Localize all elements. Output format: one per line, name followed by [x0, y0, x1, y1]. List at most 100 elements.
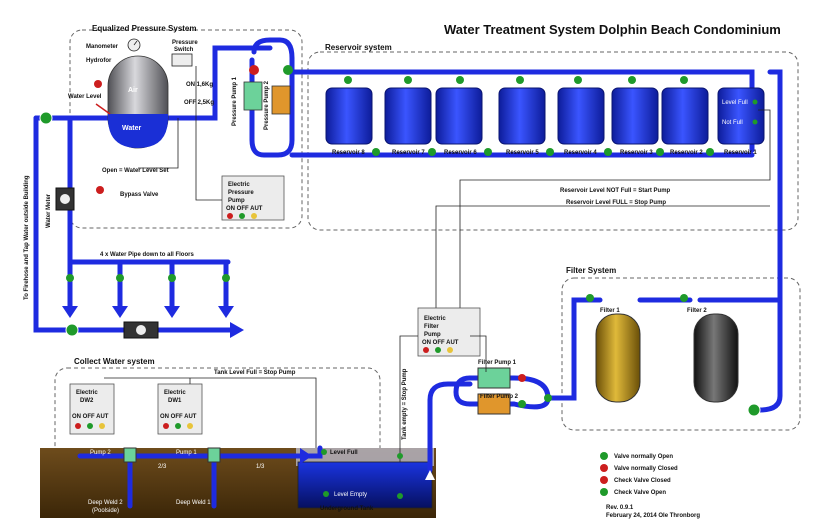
dw2-aut-light[interactable]	[99, 423, 105, 429]
pressure-pump-1[interactable]	[243, 81, 263, 111]
water-level-valve-closed[interactable]	[94, 80, 102, 88]
tank-full-wire	[104, 377, 317, 448]
reservoir-sensor-wire	[459, 109, 771, 316]
reservoir-inlet-valves	[344, 76, 688, 84]
reservoir-tank-3	[611, 87, 659, 145]
reservoir-section-frame	[307, 51, 799, 231]
dw1-on-light[interactable]	[163, 423, 169, 429]
tank-empty-note: Tank empty = Stop Pump	[402, 368, 408, 440]
pressure-switch-label-1: Pressure	[172, 40, 198, 46]
filter-box-line3: Pump	[424, 332, 441, 338]
electric-pressure-pump-box[interactable]	[221, 175, 285, 221]
pressure-switch-icon	[171, 53, 193, 67]
pump1-check-valve[interactable]	[249, 65, 259, 75]
filter-1-label: Filter 1	[600, 308, 620, 314]
firehose-valve-open[interactable]	[65, 323, 79, 337]
pressure-pump-1-label: Pressure Pump 1	[232, 76, 238, 126]
pressure-box-aut-light[interactable]	[251, 213, 257, 219]
filter-outlet-pipe	[749, 297, 783, 413]
pressure-pump-2[interactable]	[271, 85, 291, 115]
reservoir-label-8: Reservoir 8	[332, 150, 365, 156]
main-valve-open[interactable]	[39, 111, 53, 125]
reservoir-label-7: Reservoir 7	[392, 150, 425, 156]
reservoir-tank-1	[717, 87, 765, 145]
tank-empty-wire	[399, 335, 418, 462]
filter-pump-outlet-valve[interactable]	[544, 394, 552, 402]
tank-full-note: Tank Level Full = Stop Pump	[214, 370, 296, 376]
hydrofor-air-label: Air	[128, 87, 138, 94]
tank-empty-sensor	[397, 453, 403, 459]
filter-box-wire	[470, 335, 487, 372]
filter-box-modes: ON OFF AUT	[422, 340, 459, 346]
firehose-pipe	[33, 115, 233, 333]
filter1-inlet-valve[interactable]	[586, 294, 594, 302]
filter-box-off-light[interactable]	[435, 347, 441, 353]
collect-section-title: Collect Water system	[74, 357, 155, 366]
bypass-line	[138, 118, 179, 169]
firehose-arrow	[230, 322, 244, 338]
legend: Valve normally Open Valve normally Close…	[600, 452, 678, 496]
well-pump-2[interactable]	[123, 447, 137, 463]
deep-well-1-label: Deep Weld 1	[176, 500, 211, 506]
dw2-off-light[interactable]	[87, 423, 93, 429]
pump2-check-valve[interactable]	[283, 65, 293, 75]
tank-outlet-arrow	[425, 470, 435, 480]
level-full-label: Level Full	[330, 450, 358, 456]
reservoir-tank-2	[661, 87, 709, 145]
filter-1-tank	[595, 313, 641, 403]
dw2-on-light[interactable]	[75, 423, 81, 429]
tank-air-space	[296, 448, 434, 466]
pressure-pump-loop	[249, 37, 295, 158]
filter2-inlet-valve[interactable]	[680, 294, 688, 302]
legend-check-open: Check Valve Open	[614, 490, 666, 496]
filter-pump1-check-valve[interactable]	[518, 374, 526, 382]
filter-pump-2-label: Filter Pump 2	[480, 394, 519, 400]
level-full-sensor	[752, 99, 758, 105]
filter-pump-inlet-loop	[453, 375, 473, 407]
reservoir-label-6: Reservoir 6	[444, 150, 477, 156]
filter-box-line1: Electric	[424, 316, 446, 322]
dw1-box-line2: DW1	[168, 398, 182, 404]
filter-box-aut-light[interactable]	[447, 347, 453, 353]
pressure-on-label: ON 1,6Kg	[186, 82, 213, 88]
water-meter-dial-icon	[60, 194, 70, 204]
filter-pump2-check-valve[interactable]	[518, 400, 526, 408]
legend-check-closed-icon	[600, 476, 608, 484]
deep-well-2-sublabel: (Poolside)	[92, 508, 119, 514]
legend-check-closed: Check Valve Closed	[614, 478, 671, 484]
reservoir-tank-8	[325, 87, 373, 145]
floor-valves	[66, 274, 230, 282]
dw1-aut-light[interactable]	[187, 423, 193, 429]
reservoir-stop-note: Reservoir Level FULL = Stop Pump	[566, 200, 666, 206]
hydrofor-water	[108, 114, 168, 148]
well-pump-1[interactable]	[207, 447, 221, 463]
well-collection-pipe	[77, 445, 323, 459]
filter-pump-2[interactable]	[477, 393, 511, 415]
hydrofor-label: Hydrofor	[86, 58, 112, 64]
filter-box-on-light[interactable]	[423, 347, 429, 353]
reservoir-label-2: Reservoir 2	[670, 150, 703, 156]
pressure-section-title: Equalized Pressure System	[92, 24, 197, 33]
dw2-box-line2: DW2	[80, 398, 94, 404]
filter-box-line2: Filter	[424, 324, 439, 330]
ratio-1-3-label: 1/3	[256, 464, 265, 470]
filter-pump-1[interactable]	[477, 367, 511, 389]
tank-level-full-sensor	[321, 449, 327, 455]
pressure-pump-2-label: Pressure Pump 2	[264, 80, 270, 130]
reservoir-tank-7	[384, 87, 432, 145]
reservoir-label-5: Reservoir 5	[506, 150, 539, 156]
reservoir-tank-4	[557, 87, 605, 145]
pressure-box-off-light[interactable]	[239, 213, 245, 219]
legend-valve-open: Valve normally Open	[614, 454, 673, 460]
dw1-off-light[interactable]	[175, 423, 181, 429]
hydrofor-water-label: Water	[122, 125, 141, 132]
filter-chain-pipe	[545, 297, 783, 401]
pressure-box-on-light[interactable]	[227, 213, 233, 219]
floors-label: 4 x Water Pipe down to all Floors	[100, 252, 194, 258]
filter-section-title: Filter System	[566, 266, 616, 275]
water-level-arrow	[95, 103, 111, 115]
pressure-switch-label-2: Switch	[174, 47, 194, 53]
filter-outlet-valve[interactable]	[747, 403, 761, 417]
bypass-valve-closed[interactable]	[96, 186, 104, 194]
